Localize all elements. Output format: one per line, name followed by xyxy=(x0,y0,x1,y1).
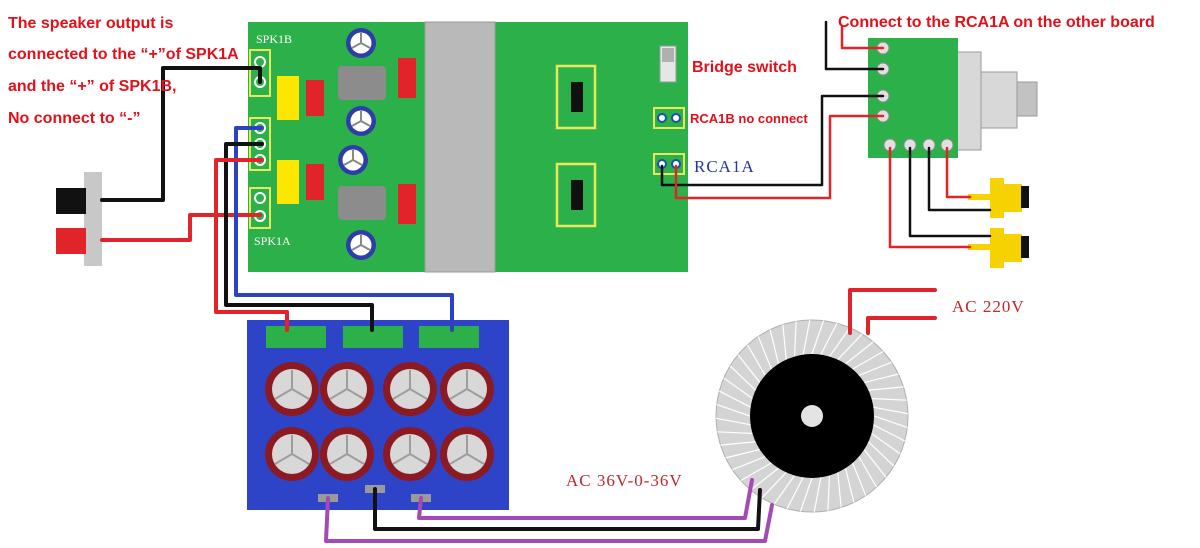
winding-line xyxy=(828,327,851,357)
rca-jack xyxy=(968,228,1029,268)
winding-line xyxy=(864,373,899,384)
winding-line xyxy=(827,475,831,511)
connect-rca-label: Connect to the RCA1A on the other board xyxy=(838,14,1155,31)
winding-line xyxy=(793,321,797,357)
volume-potentiometer xyxy=(868,38,1038,158)
winding-line xyxy=(863,449,887,478)
rca1a-label: RCA1A xyxy=(694,157,755,176)
winding-line xyxy=(729,365,757,391)
winding-line xyxy=(820,323,838,355)
speaker-note-line1: The speaker output is xyxy=(8,15,173,32)
winding-line xyxy=(717,431,753,435)
winding-line xyxy=(867,441,895,467)
spk1b-label: SPK1B xyxy=(256,32,292,46)
ac-220-label: AC 220V xyxy=(952,297,1025,316)
speaker-note-line3: and the “+” of SPK1B, xyxy=(8,78,176,95)
large-capacitor xyxy=(265,362,494,481)
winding-line xyxy=(858,361,892,376)
winding-line xyxy=(873,424,905,442)
winding-line xyxy=(723,377,753,400)
winding-line xyxy=(737,354,761,383)
toroidal-transformer xyxy=(715,319,909,513)
winding-line xyxy=(761,471,787,499)
winding-line xyxy=(844,468,855,503)
winding-line xyxy=(813,477,822,513)
winding-line xyxy=(720,441,756,446)
ac-36-label: AC 36V-0-36V xyxy=(566,471,683,490)
winding-line xyxy=(740,462,772,482)
speaker-note-line4: No connect to “-” xyxy=(8,110,140,127)
speaker-terminal xyxy=(56,172,102,266)
amplifier-board: SPK1B SPK1A xyxy=(248,21,688,273)
winding-line xyxy=(871,397,907,401)
winding-line xyxy=(873,415,908,429)
winding-line xyxy=(873,406,909,415)
winding-line xyxy=(868,386,904,391)
spk1a-label: SPK1A xyxy=(254,234,291,248)
bridge-switch xyxy=(659,45,677,83)
winding-line xyxy=(858,456,878,488)
winding-line xyxy=(837,333,863,361)
heatsink xyxy=(425,22,495,272)
winding-line xyxy=(786,477,804,509)
winding-line xyxy=(750,467,779,491)
rca1b-header xyxy=(653,107,685,129)
winding-line xyxy=(773,475,796,505)
winding-line xyxy=(852,350,884,370)
speaker-note-line2: connected to the “+”of SPK1A xyxy=(8,46,239,63)
wires xyxy=(100,20,992,543)
rca1b-label: RCA1B no connect xyxy=(690,111,808,126)
small-capacitor xyxy=(338,28,376,260)
winding-line xyxy=(769,329,780,364)
winding-line xyxy=(732,456,766,471)
bridge-switch-label: Bridge switch xyxy=(692,59,797,76)
winding-line xyxy=(871,432,901,455)
winding-line xyxy=(802,319,811,355)
winding-line xyxy=(811,320,825,355)
winding-line xyxy=(837,472,842,508)
winding-line xyxy=(852,462,867,496)
rca-jack xyxy=(968,178,1029,218)
power-supply-board xyxy=(247,320,509,510)
winding-line xyxy=(782,324,787,360)
winding-line xyxy=(716,403,751,417)
winding-line xyxy=(757,336,772,370)
winding-line xyxy=(746,344,766,376)
winding-line xyxy=(719,390,751,408)
winding-line xyxy=(725,448,760,459)
winding-line xyxy=(845,341,874,365)
winding-line xyxy=(715,417,751,426)
winding-line xyxy=(799,477,813,512)
